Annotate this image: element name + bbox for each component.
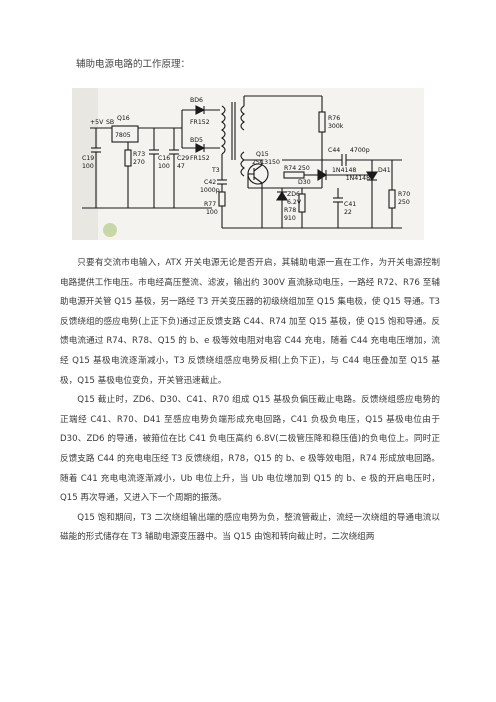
document-title: 辅助电源电路的工作原理： — [76, 59, 191, 70]
label-r76: R76 — [328, 115, 340, 122]
label-zd6: ZD6 — [287, 191, 300, 198]
label-bd6: BD6 — [190, 97, 203, 104]
label-c44: C44 — [328, 147, 340, 154]
label-c29: C29 — [177, 155, 189, 162]
label-c19: C19 — [82, 155, 94, 162]
label-d30-type: 1N4148 — [332, 167, 356, 174]
label-d30: D30 — [298, 179, 311, 186]
paragraph-1: 只要有交流市电输入，ATX 开关电源无论是否开启，其辅助电源一直在工作，为开关电… — [60, 258, 440, 386]
label-c41-val: 22 — [344, 209, 352, 216]
label-fr152a: FR152 — [190, 119, 210, 126]
paragraph-3: Q15 饱和期间，T3 二次绕组输出端的感应电势为负，整流管截止，流经一次绕组的… — [60, 512, 440, 543]
label-r74-val: 250 — [298, 165, 310, 172]
label-r74: R74 — [284, 165, 296, 172]
label-c44-val: 4700p — [350, 147, 370, 154]
label-r70: R70 — [398, 191, 410, 198]
label-q15: Q15 — [256, 151, 269, 158]
label-bd5: BD5 — [190, 137, 203, 144]
circuit-schematic-image: +5V SB Q16 7805 C19 100 R73 270 C16 100 … — [72, 88, 424, 240]
label-fr152b: FR152 — [190, 155, 210, 162]
label-q15-type: 2SC3150 — [252, 159, 280, 166]
label-sb: SB — [106, 119, 114, 126]
label-zd6-val: 6.2V — [287, 199, 302, 206]
label-r70-val: 250 — [398, 199, 410, 206]
label-r77: R77 — [204, 201, 216, 208]
label-ic: 7805 — [115, 132, 131, 139]
label-c19-val: 100 — [82, 163, 94, 170]
label-r73: R73 — [133, 151, 145, 158]
label-r78-val: 910 — [284, 215, 296, 222]
label-t3: T3 — [211, 167, 220, 174]
label-q16: Q16 — [117, 115, 130, 122]
label-r73-val: 270 — [133, 159, 145, 166]
body-text: 只要有交流市电输入，ATX 开关电源无论是否开启，其辅助电源一直在工作，为开关电… — [60, 254, 440, 548]
label-r77-val: 100 — [206, 209, 218, 216]
label-d41-type: 1N4148 — [346, 175, 370, 182]
label-c16-val: 100 — [158, 163, 170, 170]
label-c42: C42 — [204, 179, 216, 186]
label-r76-val: 300k — [328, 123, 344, 130]
label-d41: D41 — [378, 167, 391, 174]
label-plus5v: +5V — [90, 119, 104, 126]
label-c29-val: 47 — [177, 163, 185, 170]
label-c16: C16 — [158, 155, 170, 162]
label-r78: R78 — [284, 207, 296, 214]
label-c42-val: 1000p — [200, 187, 220, 194]
label-c41: C41 — [344, 201, 356, 208]
paragraph-2: Q15 截止时，ZD6、D30、C41、R70 组成 Q15 基极负偏压截止电路… — [60, 395, 440, 504]
